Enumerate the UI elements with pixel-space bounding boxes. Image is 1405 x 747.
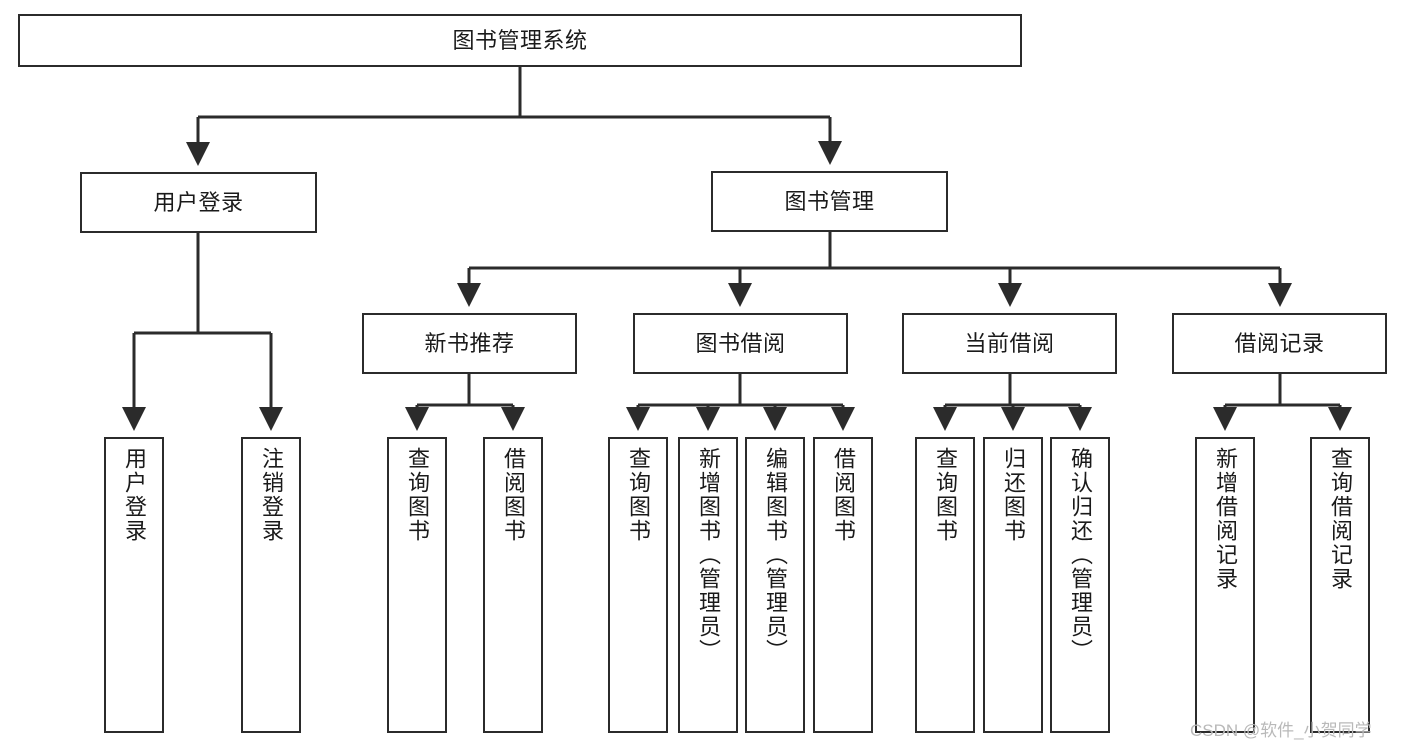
leaf-query-book-rec[interactable]: 查询图书	[387, 437, 447, 733]
leaf-borrow-book-rec-label: 借阅图书	[500, 447, 526, 543]
leaf-return-book[interactable]: 归还图书	[983, 437, 1043, 733]
leaf-borrow-book-rec[interactable]: 借阅图书	[483, 437, 543, 733]
leaf-confirm-return-label: 确认归还（管理员）	[1067, 447, 1093, 663]
node-book-borrow[interactable]: 图书借阅	[633, 313, 848, 374]
leaf-add-record-label: 新增借阅记录	[1212, 447, 1238, 591]
csdn-watermark: CSDN @软件_小贺同学	[1190, 721, 1372, 740]
leaf-edit-book[interactable]: 编辑图书（管理员）	[745, 437, 805, 733]
node-root-label: 图书管理系统	[452, 27, 588, 53]
leaf-add-record[interactable]: 新增借阅记录	[1195, 437, 1255, 733]
leaf-return-book-label: 归还图书	[1000, 447, 1026, 543]
leaf-add-book[interactable]: 新增图书（管理员）	[678, 437, 738, 733]
leaf-query-book-borrow[interactable]: 查询图书	[608, 437, 668, 733]
leaf-borrow-book[interactable]: 借阅图书	[813, 437, 873, 733]
leaf-user-login[interactable]: 用户登录	[104, 437, 164, 733]
leaf-add-book-label: 新增图书（管理员）	[695, 447, 721, 663]
leaf-borrow-book-label: 借阅图书	[830, 447, 856, 543]
leaf-confirm-return[interactable]: 确认归还（管理员）	[1050, 437, 1110, 733]
leaf-query-record-label: 查询借阅记录	[1327, 447, 1353, 591]
leaf-query-book-cur-label: 查询图书	[932, 447, 958, 543]
node-book-manage[interactable]: 图书管理	[711, 171, 948, 232]
leaf-query-record[interactable]: 查询借阅记录	[1310, 437, 1370, 733]
node-new-book-rec[interactable]: 新书推荐	[362, 313, 577, 374]
node-book-manage-label: 图书管理	[784, 188, 875, 214]
leaf-query-book-borrow-label: 查询图书	[625, 447, 651, 543]
leaf-user-logout-label: 注销登录	[258, 447, 284, 543]
node-current-borrow-label: 当前借阅	[964, 330, 1055, 356]
node-borrow-record[interactable]: 借阅记录	[1172, 313, 1387, 374]
leaf-query-book-cur[interactable]: 查询图书	[915, 437, 975, 733]
node-book-borrow-label: 图书借阅	[695, 330, 786, 356]
leaf-user-logout[interactable]: 注销登录	[241, 437, 301, 733]
leaf-user-login-label: 用户登录	[121, 447, 147, 543]
leaf-edit-book-label: 编辑图书（管理员）	[762, 447, 788, 663]
node-user-login[interactable]: 用户登录	[80, 172, 317, 233]
node-current-borrow[interactable]: 当前借阅	[902, 313, 1117, 374]
leaf-query-book-rec-label: 查询图书	[404, 447, 430, 543]
node-borrow-record-label: 借阅记录	[1234, 330, 1325, 356]
node-user-login-label: 用户登录	[153, 189, 244, 215]
node-new-book-rec-label: 新书推荐	[424, 330, 515, 356]
node-root[interactable]: 图书管理系统	[18, 14, 1022, 67]
